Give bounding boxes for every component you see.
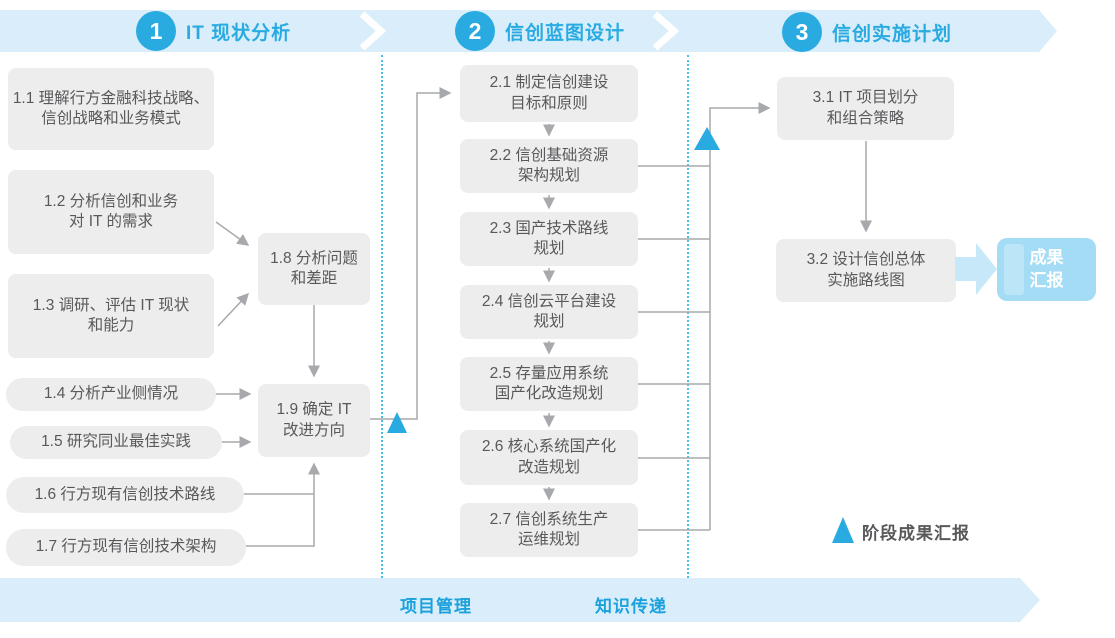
deliverable-arrow [955, 243, 997, 295]
step-box-3-1: 3.1 IT 项目划分 和组合策略 [777, 77, 954, 140]
step-box-2-4: 2.4 信创云平台建设 规划 [460, 285, 638, 339]
footer-label-knowledge-transfer: 知识传递 [595, 597, 667, 616]
bottom-process-banner [0, 578, 1040, 622]
milestone-triangle-phase2-icon [694, 127, 720, 150]
phase-2-number-badge: 2 [455, 11, 495, 51]
result-box-highlight-stripe [1004, 244, 1024, 295]
step-box-1-5: 1.5 研究同业最佳实践 [10, 426, 222, 459]
connector-1-7-to-1-9 [246, 462, 320, 547]
connector-1-2-to-1-8 [215, 221, 250, 246]
step-box-1-9: 1.9 确定 IT 改进方向 [258, 384, 370, 457]
step-box-2-6: 2.6 核心系统国产化 改造规划 [460, 430, 638, 485]
result-report-box: 成果 汇报 [997, 238, 1096, 301]
step-box-1-4: 1.4 分析产业侧情况 [6, 378, 216, 411]
phase-2-title: 信创蓝图设计 [505, 22, 626, 44]
connector-1-3-to-1-8 [217, 292, 250, 327]
phase-3-header: 3 信创实施计划 [782, 12, 952, 52]
step-box-1-2: 1.2 分析信创和业务 对 IT 的需求 [8, 170, 214, 254]
step-box-2-5: 2.5 存量应用系统 国产化改造规划 [460, 357, 638, 411]
step-box-1-8: 1.8 分析问题 和差距 [258, 233, 370, 305]
step-box-1-1: 1.1 理解行方金融科技战略、 信创战略和业务模式 [8, 68, 214, 150]
step-box-2-7: 2.7 信创系统生产 运维规划 [460, 503, 638, 557]
phase-separator-2 [687, 55, 689, 578]
legend-triangle-icon [832, 517, 854, 543]
step-box-1-3: 1.3 调研、评估 IT 现状 和能力 [8, 274, 214, 358]
result-report-label: 成果 汇报 [1029, 248, 1064, 290]
legend-label: 阶段成果汇报 [862, 524, 970, 543]
step-box-2-1: 2.1 制定信创建设 目标和原则 [460, 65, 638, 122]
step-box-1-6: 1.6 行方现有信创技术路线 [6, 477, 244, 513]
phase-1-number-badge: 1 [136, 11, 176, 51]
phase-separator-1 [381, 55, 383, 578]
step-box-1-7: 1.7 行方现有信创技术架构 [6, 529, 246, 566]
step-box-2-2: 2.2 信创基础资源 架构规划 [460, 139, 638, 193]
step-box-3-2: 3.2 设计信创总体 实施路线图 [776, 239, 956, 302]
footer-label-project-management: 项目管理 [400, 597, 472, 616]
top-process-banner [0, 10, 1057, 52]
step-box-2-3: 2.3 国产技术路线 规划 [460, 212, 638, 266]
phase-1-title: IT 现状分析 [186, 22, 292, 44]
connector-collector-to-3-1 [709, 102, 771, 530]
phase-1-header: 1 IT 现状分析 [136, 11, 291, 51]
milestone-triangle-phase1-icon [387, 412, 407, 433]
phase-3-title: 信创实施计划 [832, 23, 953, 45]
phase-3-number-badge: 3 [782, 12, 822, 52]
phase-2-header: 2 信创蓝图设计 [455, 11, 625, 51]
